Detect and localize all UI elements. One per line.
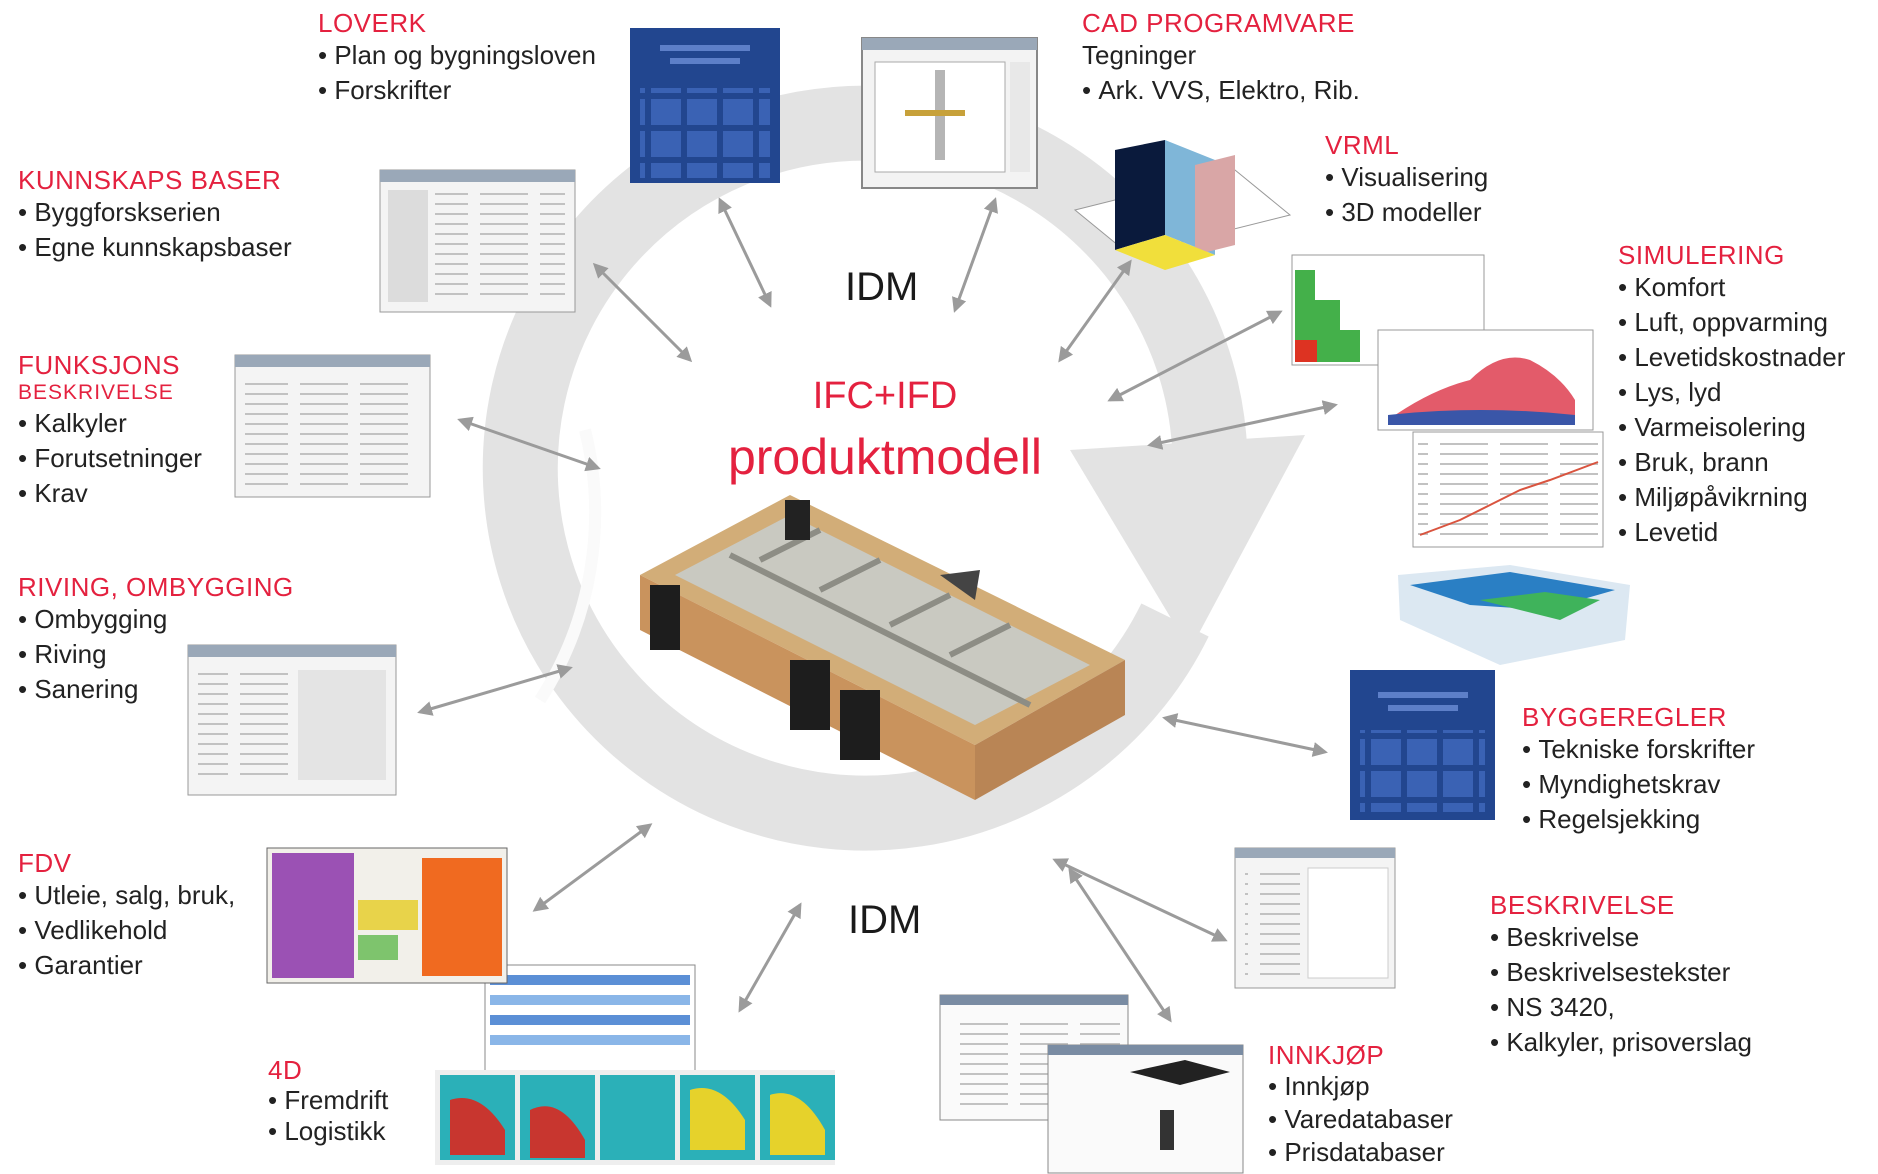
group-title: FUNKSJONS bbox=[18, 350, 180, 380]
screen-loverk bbox=[630, 28, 780, 183]
list-item: Byggforskserien bbox=[18, 195, 292, 230]
building-model bbox=[640, 495, 1125, 800]
list-item: Komfort bbox=[1618, 270, 1845, 305]
list-item: Varedatabaser bbox=[1268, 1103, 1453, 1136]
list-item: Levetid bbox=[1618, 515, 1845, 550]
screen-cad bbox=[861, 37, 1038, 189]
group-fdv: FDV Utleie, salg, bruk, Vedlikehold Gara… bbox=[18, 848, 235, 983]
group-byggeregler: BYGGEREGLER Tekniske forskrifter Myndigh… bbox=[1522, 702, 1755, 837]
group-title: INNKJØP bbox=[1268, 1040, 1385, 1070]
group-title: 4D bbox=[268, 1055, 303, 1085]
list-item: Regelsjekking bbox=[1522, 802, 1755, 837]
group-title: KUNNSKAPS BASER bbox=[18, 165, 282, 195]
group-title: LOVERK bbox=[318, 8, 427, 38]
list-item: Sanering bbox=[18, 672, 294, 707]
screen-kunnskapsbaser bbox=[379, 169, 576, 313]
group-title: VRML bbox=[1325, 130, 1400, 160]
list-item: Vedlikehold bbox=[18, 913, 235, 948]
idm-label-top: IDM bbox=[845, 265, 919, 309]
group-simulering: SIMULERING Komfort Luft, oppvarming Leve… bbox=[1618, 240, 1845, 550]
list-item: Riving bbox=[18, 637, 294, 672]
idm-label-bottom: IDM bbox=[848, 898, 922, 942]
group-loverk: LOVERK Plan og bygningsloven Forskrifter bbox=[318, 8, 596, 108]
list-item: Forutsetninger bbox=[18, 441, 202, 476]
list-item: Ombygging bbox=[18, 602, 294, 637]
list-item: Prisdatabaser bbox=[1268, 1136, 1453, 1169]
screen-beskrivelse bbox=[1234, 847, 1396, 989]
list-item: Krav bbox=[18, 476, 202, 511]
list-item: Fremdrift bbox=[268, 1085, 388, 1116]
group-title: RIVING, OMBYGGING bbox=[18, 572, 294, 602]
list-item: Beskrivelse bbox=[1490, 920, 1752, 955]
list-item: Kalkyler, prisoverslag bbox=[1490, 1025, 1752, 1060]
screen-4d bbox=[435, 964, 835, 1165]
group-title: CAD PROGRAMVARE bbox=[1082, 8, 1355, 38]
screen-innkjop bbox=[939, 994, 1244, 1174]
group-kunnskapsbaser: KUNNSKAPS BASER Byggforskserien Egne kun… bbox=[18, 165, 292, 265]
list-item: Ark. VVS, Elektro, Rib. bbox=[1082, 73, 1360, 108]
screen-funksjonsbeskrivelse bbox=[234, 354, 431, 498]
group-beskrivelse: BESKRIVELSE Beskrivelse Beskrivelsesteks… bbox=[1490, 890, 1752, 1060]
list-item: Luft, oppvarming bbox=[1618, 305, 1845, 340]
screen-vrml bbox=[1073, 140, 1292, 270]
list-item: Plan og bygningsloven bbox=[318, 38, 596, 73]
list-item: Beskrivelsestekster bbox=[1490, 955, 1752, 990]
group-innkjop: INNKJØP Innkjøp Varedatabaser Prisdataba… bbox=[1268, 1040, 1453, 1169]
group-funksjonsbeskrivelse: FUNKSJONS BESKRIVELSE Kalkyler Forutsetn… bbox=[18, 350, 202, 511]
group-riving: RIVING, OMBYGGING Ombygging Riving Saner… bbox=[18, 572, 294, 707]
list-item: Visualisering bbox=[1325, 160, 1488, 195]
list-item: Kalkyler bbox=[18, 406, 202, 441]
group-title: SIMULERING bbox=[1618, 240, 1785, 270]
group-4d: 4D Fremdrift Logistikk bbox=[268, 1055, 388, 1147]
group-title: BYGGEREGLER bbox=[1522, 702, 1727, 732]
list-item: Utleie, salg, bruk, bbox=[18, 878, 235, 913]
screen-terrain-simulation bbox=[1398, 565, 1630, 665]
group-title: FDV bbox=[18, 848, 72, 878]
list-item: 3D modeller bbox=[1325, 195, 1488, 230]
group-title: BESKRIVELSE bbox=[1490, 890, 1675, 920]
group-vrml: VRML Visualisering 3D modeller bbox=[1325, 130, 1488, 230]
list-item: Levetidskostnader bbox=[1618, 340, 1845, 375]
group-subtitle: Tegninger bbox=[1082, 40, 1197, 70]
list-item: Forskrifter bbox=[318, 73, 596, 108]
connector-arrows bbox=[417, 197, 1338, 1023]
group-title-line2: BESKRIVELSE bbox=[18, 381, 174, 404]
list-item: Egne kunnskapsbaser bbox=[18, 230, 291, 265]
list-item: Tekniske forskrifter bbox=[1522, 732, 1755, 767]
list-item: Garantier bbox=[18, 948, 235, 983]
screen-byggeregler bbox=[1350, 670, 1495, 820]
list-item: Logistikk bbox=[268, 1116, 388, 1147]
list-item: Innkjøp bbox=[1268, 1070, 1453, 1103]
screen-simulering-charts bbox=[1291, 254, 1604, 548]
list-item: Bruk, brann bbox=[1618, 445, 1845, 480]
list-item: Myndighetskrav bbox=[1522, 767, 1755, 802]
center-title: produktmodell bbox=[727, 429, 1043, 485]
group-cad: CAD PROGRAMVARE Tegninger Ark. VVS, Elek… bbox=[1082, 8, 1360, 108]
list-item: Varmeisolering bbox=[1618, 410, 1845, 445]
screen-fdv-floorplan bbox=[266, 847, 508, 984]
list-item: NS 3420, bbox=[1490, 990, 1752, 1025]
list-item: Miljøpåvikrning bbox=[1618, 480, 1845, 515]
list-item: Lys, lyd bbox=[1618, 375, 1845, 410]
center-model-label: IFC+IFD bbox=[812, 375, 958, 417]
